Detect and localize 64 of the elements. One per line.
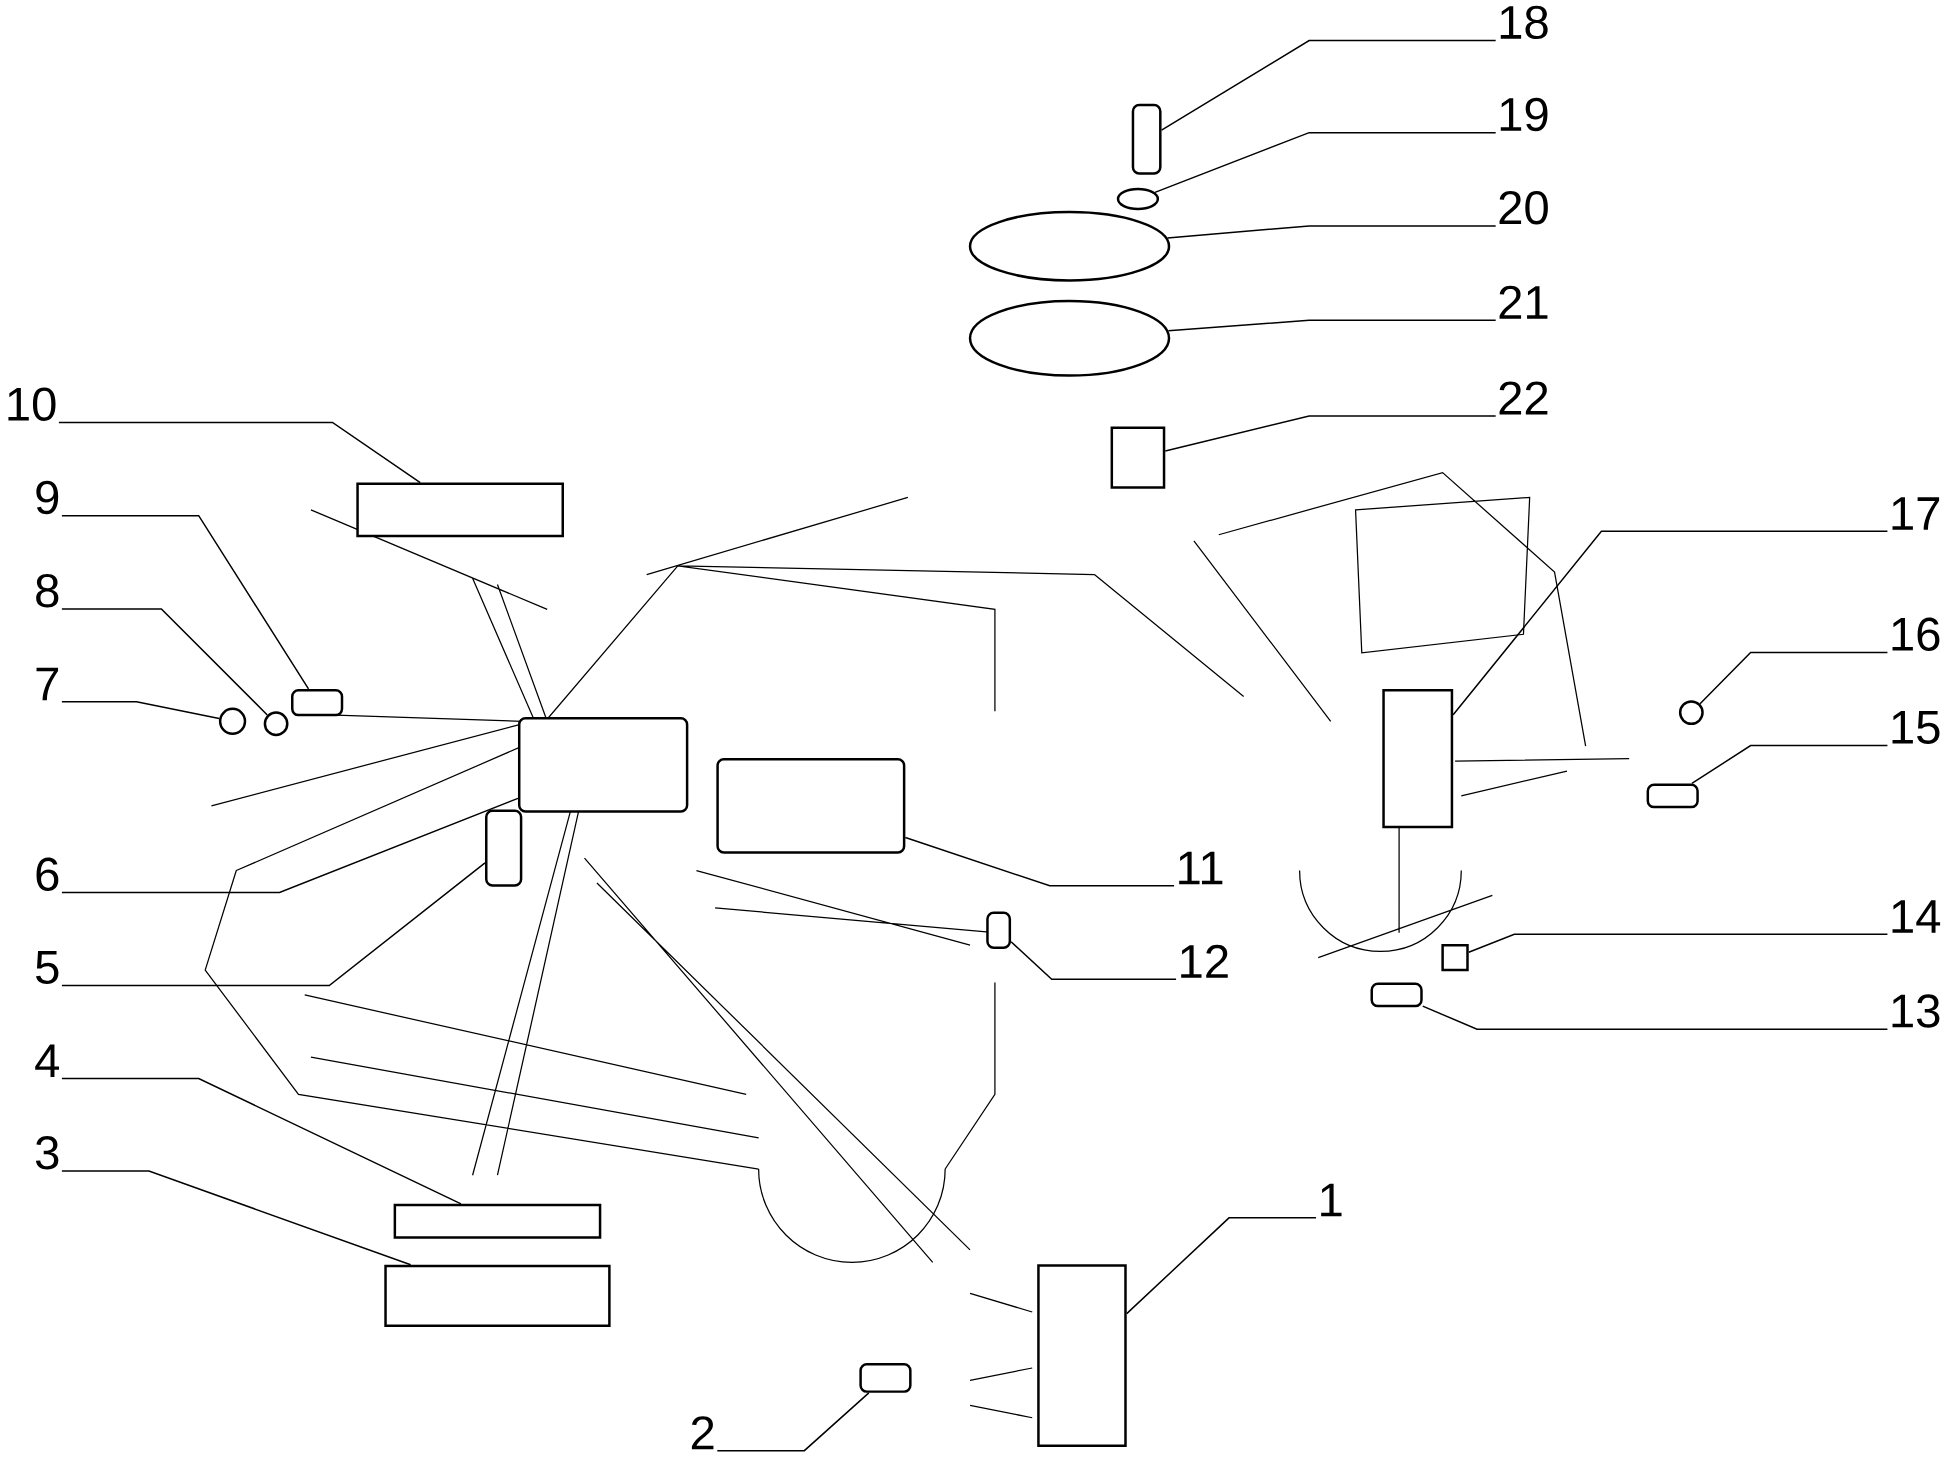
leader-line — [1452, 530, 1889, 716]
callout-number: 3 — [35, 1136, 59, 1170]
part-outline — [218, 707, 247, 736]
leader-line — [1691, 745, 1889, 785]
leader-line — [1164, 415, 1497, 452]
leader-line — [61, 1078, 462, 1205]
part-outline — [859, 1363, 912, 1394]
leader-line — [61, 797, 519, 894]
part-outline — [986, 911, 1012, 950]
part-outline — [1110, 426, 1166, 489]
callout-number: 10 — [8, 387, 56, 422]
callout-number: 11 — [1179, 852, 1223, 885]
leader-line — [1166, 225, 1497, 239]
part-outline — [485, 809, 523, 887]
part-outline — [1131, 104, 1162, 175]
leader-line — [1010, 941, 1177, 981]
part-outline — [1678, 700, 1704, 726]
part-outline — [1441, 944, 1469, 972]
part-outline — [291, 689, 344, 717]
part-outline — [393, 1204, 602, 1239]
callout-number: 13 — [1892, 994, 1940, 1029]
callout-number: 20 — [1499, 191, 1548, 225]
leader-line — [1154, 132, 1497, 194]
leader-line — [1160, 40, 1497, 132]
callout-number: 14 — [1892, 900, 1941, 934]
part-outline — [1382, 689, 1454, 829]
part-outline — [517, 717, 689, 813]
callout-number: 4 — [35, 1044, 60, 1078]
callout-number: 16 — [1892, 617, 1940, 652]
part-outline — [356, 482, 564, 538]
part-outline — [384, 1265, 611, 1328]
leader-line — [1699, 651, 1889, 705]
callout-number: 17 — [1892, 497, 1940, 531]
callout-number: 12 — [1181, 945, 1228, 979]
leader-line — [1126, 1217, 1317, 1315]
leader-line — [58, 421, 421, 484]
leader-line — [1167, 319, 1497, 332]
part-outline — [1037, 1264, 1127, 1448]
callout-number: 21 — [1499, 285, 1548, 319]
callout-number: 2 — [691, 1416, 714, 1450]
leader-line — [716, 1392, 870, 1452]
callout-number: 22 — [1499, 381, 1548, 415]
leader-line — [1421, 1005, 1889, 1031]
callout-number: 8 — [36, 574, 59, 608]
callout-number: 15 — [1892, 711, 1940, 745]
part-outline — [1370, 982, 1423, 1008]
part-outline — [1116, 188, 1160, 211]
leader-line — [61, 862, 486, 987]
leader-line — [61, 608, 269, 716]
part-outline — [1646, 783, 1699, 809]
part-outline — [263, 711, 289, 737]
callout-number: 6 — [36, 857, 59, 892]
callout-number: 7 — [36, 667, 59, 701]
leader-line — [904, 836, 1175, 887]
callout-number: 18 — [1500, 5, 1548, 40]
leader-line — [61, 701, 220, 720]
part-outline — [716, 758, 906, 854]
leader-line — [1468, 933, 1889, 954]
callout-number: 5 — [36, 951, 59, 985]
part-outline — [968, 299, 1171, 378]
leader-line — [61, 515, 310, 690]
callout-number: 9 — [36, 480, 59, 515]
callout-number: 19 — [1500, 97, 1548, 132]
callout-number: 1 — [1321, 1184, 1342, 1217]
